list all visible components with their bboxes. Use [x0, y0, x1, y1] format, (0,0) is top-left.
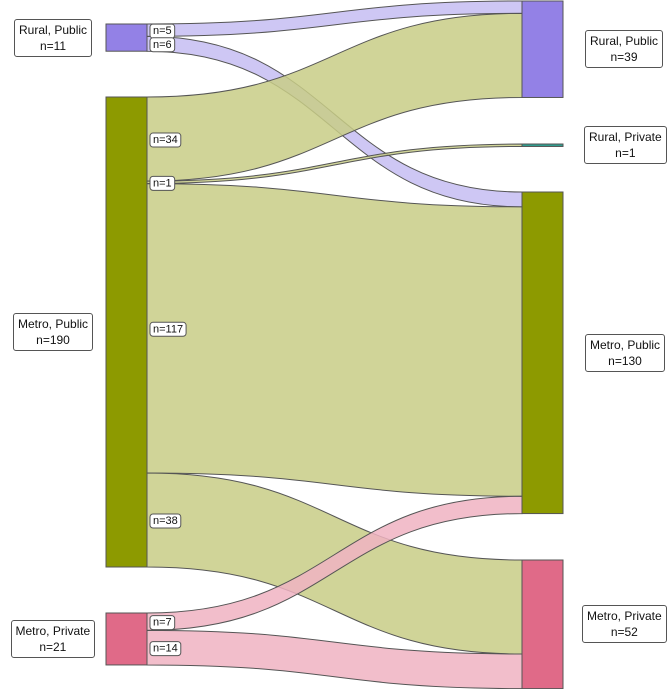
node-R_RP: [521, 0, 564, 98]
node-R_MPr: [521, 559, 564, 690]
flow-label-box: [149, 321, 187, 337]
flow-label-text: n=1: [153, 177, 172, 189]
node-label-name: Rural, Public: [19, 22, 88, 37]
node-L_MPr: [105, 612, 148, 666]
flow-label: n=1: [149, 175, 176, 191]
flow-label-box: [149, 641, 182, 657]
node-label-count: n=130: [608, 353, 642, 368]
flow-label: n=14: [149, 641, 182, 657]
flow-label-box: [149, 175, 176, 191]
node-L_MP: [105, 96, 148, 568]
flow-label-box: [149, 615, 176, 631]
node-label-name: Metro, Public: [590, 337, 661, 352]
flow-label: n=38: [149, 513, 182, 529]
flow-label-text: n=5: [153, 25, 172, 37]
node-label-count: n=190: [36, 333, 70, 347]
node-R_RPr: [521, 143, 564, 147]
flow-L_MP-R_MP: [146, 183, 523, 497]
flow-L_MP-R_RP: [146, 12, 523, 182]
node-label-count: n=1: [615, 146, 636, 161]
flow-label-text: n=7: [153, 617, 172, 629]
flow-label: n=6: [149, 37, 176, 53]
node-label-name: Rural, Public: [590, 34, 659, 49]
flow-label-text: n=117: [153, 323, 183, 335]
flow-label-text: n=38: [153, 515, 178, 527]
flow-label-box: [149, 132, 182, 148]
node-label-count: n=11: [39, 38, 67, 53]
flow-label: n=34: [149, 132, 182, 148]
flow-label-text: n=14: [153, 643, 178, 655]
flow-label-box: [149, 37, 176, 53]
flow-label-box: [149, 513, 182, 529]
flow-label: n=7: [149, 615, 176, 631]
node-label-name: Metro, Private: [587, 609, 662, 624]
node-label-name: Rural, Private: [589, 130, 662, 145]
node-label-L_MP: Metro, Public n=190: [13, 313, 94, 351]
node-L_RP: [105, 23, 148, 52]
flow-label: n=5: [149, 23, 176, 39]
node-label-count: n=52: [610, 625, 638, 640]
node-label-count: n=39: [610, 50, 638, 65]
node-label-name: Metro, Private: [15, 623, 91, 638]
node-label-count: n=21: [39, 639, 67, 654]
node-R_MP: [521, 191, 564, 515]
flow-label: n=117: [149, 321, 187, 337]
flow-label-text: n=6: [153, 39, 172, 51]
node-label-name: Metro, Public: [18, 317, 89, 331]
flow-label-text: n=34: [153, 134, 178, 146]
